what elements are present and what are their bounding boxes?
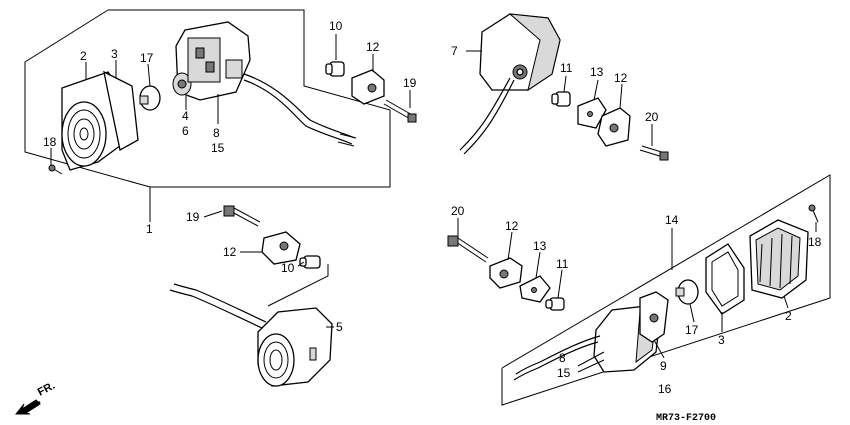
collar-10-top [325,61,345,77]
wire-top-right-b [463,79,515,155]
block-12-bottom [261,231,301,265]
callout-8: 8 [559,351,566,365]
callout-9: 9 [660,359,667,373]
wire-bottom-right-b [513,341,599,381]
block-12-top [351,69,385,105]
collar-10-bottom [299,255,321,269]
front-direction-arrow: FR. [14,380,57,415]
wire-bottom-left [173,283,267,323]
callout-20: 20 [645,110,659,124]
collar-11-top [551,91,571,107]
callout-19: 19 [186,210,200,224]
callout-15: 15 [557,366,571,380]
callout-13: 13 [533,239,547,253]
block-12-top-right [597,107,631,147]
blinker-7-top-right [479,13,561,92]
callout-12: 12 [366,40,380,54]
callout-13: 13 [590,65,604,79]
callout-14: 14 [665,213,679,227]
callout-11: 11 [560,61,573,75]
callout-19: 19 [403,76,417,90]
callout-17: 17 [140,51,154,65]
callout-15: 15 [211,141,225,155]
callout-12: 12 [223,245,237,259]
assembly-frame-top-left [24,9,391,188]
collar-11-bottom [545,297,565,311]
callout-7: 7 [451,44,458,58]
callout-12: 12 [505,219,519,233]
wire-bottom-left-b [169,289,263,329]
callout-18: 18 [808,235,822,249]
callout-2: 2 [80,49,87,63]
screw-18-bottom-right [808,204,819,223]
callout-8: 8 [213,126,220,140]
assembly-frame-bottom-right [501,174,831,406]
wire-top-right [459,77,511,151]
bolt-19-top [383,99,417,123]
lens-2-bottom-right [749,219,809,299]
callout-17: 17 [685,323,699,337]
callout-10: 10 [329,19,343,33]
callout-4: 4 [182,109,189,123]
callout-18: 18 [43,135,57,149]
plate-13-bottom [519,275,551,303]
bolt-19-bottom [223,205,261,227]
wire-top-left-b [243,79,353,145]
callout-11: 11 [556,257,569,271]
callout-5: 5 [336,320,343,334]
bulb-top-left [139,85,161,111]
leader-lines [50,34,817,373]
wire-top-left [243,73,356,139]
diagram-code: MR73-F2700 [656,413,716,424]
block-12-bottom-right [489,257,523,289]
mount-9-bottom-right [639,291,669,343]
callout-16: 16 [658,382,672,396]
callout-1: 1 [146,222,153,236]
link-lines-bottom-left [267,264,329,307]
callout-12: 12 [614,71,628,85]
blinker-5-bottom-left [257,307,333,387]
screw-18-top [48,164,63,175]
gasket-3-bottom-right [705,243,745,315]
bolt-20-top [639,145,669,161]
callout-3: 3 [718,333,725,347]
direction-label: FR. [36,380,57,399]
callout-2: 2 [785,309,792,323]
wire-tip-b [337,141,355,147]
bulb-17-bottom-right [675,279,699,305]
wire-bottom-right [515,335,601,375]
callout-20: 20 [451,204,465,218]
callout-labels: 1 2 2 3 3 4 5 6 7 8 8 9 10 10 11 11 12 1… [43,19,822,396]
wire-tip-a [339,133,357,139]
gasket-top-left [103,70,139,151]
housing-top-left [172,21,251,101]
callout-6: 6 [182,124,189,138]
callout-10: 10 [281,261,295,275]
callout-3: 3 [111,47,118,61]
bolt-20-bottom [447,235,489,263]
